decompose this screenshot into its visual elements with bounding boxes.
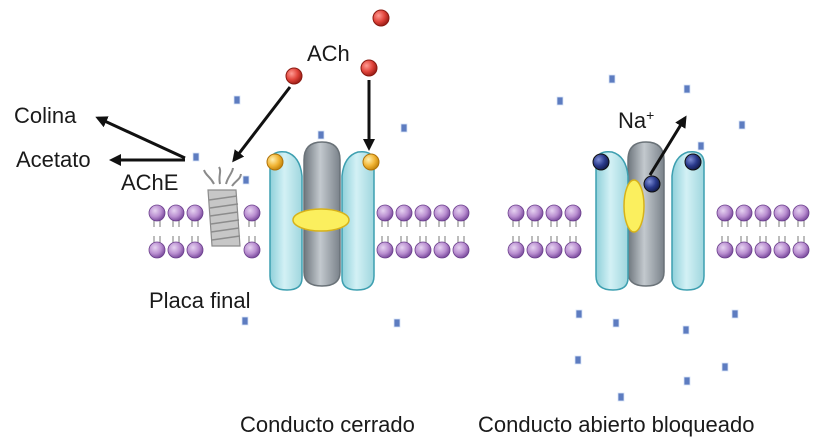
ion-particle (241, 316, 249, 326)
ach-bound-right (362, 153, 380, 171)
lipid-head (754, 241, 772, 259)
lipid-head (716, 204, 734, 222)
closed-channel (266, 141, 380, 291)
lipid-head (564, 241, 582, 259)
lipid-head (716, 241, 734, 259)
lipid-head (186, 204, 204, 222)
lipid-head (243, 241, 261, 259)
ion-particle (612, 318, 620, 328)
lipid-head (754, 204, 772, 222)
ion-particle (317, 130, 325, 140)
ion-particle (400, 123, 408, 133)
right-lipid-bilayer (507, 204, 810, 259)
colina-label: Colina (14, 103, 77, 128)
ion-particle (574, 355, 582, 365)
ion-particle (683, 376, 691, 386)
ion-particle (682, 325, 690, 335)
lipid-head (526, 241, 544, 259)
lipid-head (735, 204, 753, 222)
ache-enzyme (203, 166, 242, 247)
ion-particle (608, 74, 616, 84)
lipid-head (773, 241, 791, 259)
lipid-head (433, 204, 451, 222)
ion-particle (192, 152, 200, 162)
ion-particle (233, 95, 241, 105)
closed-channel-caption: Conducto cerrado (240, 412, 415, 437)
arrow-ach-to-ache (232, 86, 292, 163)
lipid-head (735, 241, 753, 259)
lipid-head (148, 204, 166, 222)
ion-particle (721, 362, 729, 372)
blocked-open-channel (592, 141, 705, 291)
lipid-head (186, 241, 204, 259)
ion-particle (393, 318, 401, 328)
ion-particle (738, 120, 746, 130)
placa-final-label: Placa final (149, 288, 251, 313)
lipid-head (545, 241, 563, 259)
lipid-head (414, 204, 432, 222)
lipid-head (773, 204, 791, 222)
lipid-head (395, 241, 413, 259)
lipid-head (243, 204, 261, 222)
ach-molecule (285, 67, 303, 85)
lipid-head (526, 204, 544, 222)
lipid-head (452, 204, 470, 222)
lipid-head (395, 204, 413, 222)
closed-gate (292, 208, 350, 232)
lipid-head (148, 241, 166, 259)
arrows (95, 80, 687, 176)
left-lipid-bilayer (148, 204, 470, 259)
lipid-head (376, 241, 394, 259)
lipid-head (564, 204, 582, 222)
lipid-head (376, 204, 394, 222)
ion-particle (556, 96, 564, 106)
lipid-head (452, 241, 470, 259)
arrow-na-flow (648, 115, 687, 176)
ion-particle (731, 309, 739, 319)
ach-molecule (372, 9, 390, 27)
ion-particle (575, 309, 583, 319)
open-blocked-channel-caption: Conducto abierto bloqueado (478, 412, 754, 437)
ion-particle (617, 392, 625, 402)
ion-particle (242, 175, 250, 185)
open-gate (623, 179, 645, 233)
channel-blocker (643, 175, 661, 193)
lipid-head (792, 204, 810, 222)
lipid-head (167, 204, 185, 222)
lipid-head (507, 204, 525, 222)
ion-particles (192, 74, 746, 402)
lipid-head (545, 204, 563, 222)
ach-bound-left (266, 153, 284, 171)
agonist-right (684, 153, 702, 171)
ache-label: AChE (121, 170, 178, 195)
ach-label: ACh (307, 41, 350, 66)
acetato-label: Acetato (16, 147, 91, 172)
lipid-head (167, 241, 185, 259)
ion-particle (683, 84, 691, 94)
arrow-to-colina (95, 116, 186, 160)
lipid-head (507, 241, 525, 259)
lipid-head (414, 241, 432, 259)
lipid-head (792, 241, 810, 259)
na-label: Na+ (618, 107, 654, 133)
ion-particle (697, 141, 705, 151)
lipid-head (433, 241, 451, 259)
ach-molecule (360, 59, 378, 77)
agonist-left (592, 153, 610, 171)
